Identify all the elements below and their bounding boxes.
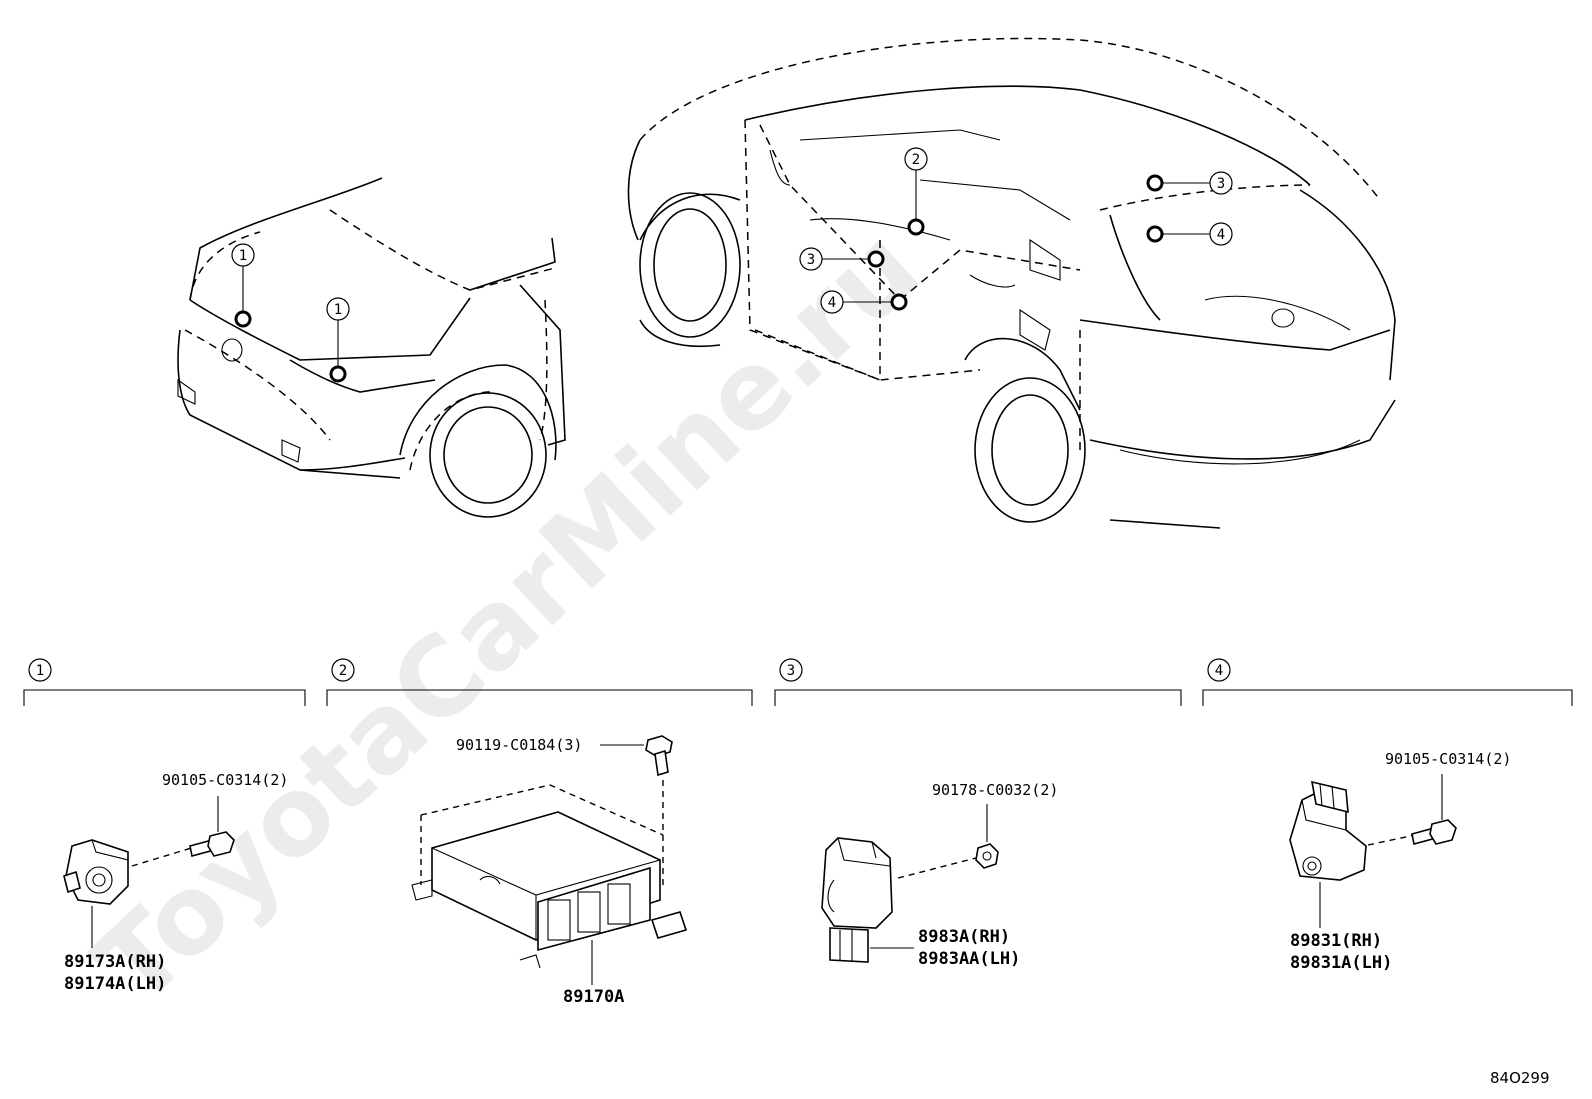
section-1-number: 1: [36, 663, 44, 679]
nut-section-3: [975, 843, 999, 869]
bolt-section-4: [1411, 819, 1457, 845]
fastener-label-section-2: 90119-C0184(3): [456, 736, 582, 754]
callout-1-front-right: 1: [334, 302, 342, 318]
front-car-view: 1 1: [177, 177, 566, 518]
airbag-ecu: [411, 811, 688, 969]
section-3-number: 3: [787, 663, 795, 679]
section-2-parts: 90119-C0184(3) 89170A: [411, 735, 688, 1007]
section-4-number: 4: [1215, 663, 1223, 679]
part-label-89170A: 89170A: [563, 987, 624, 1007]
sensor-location-1-left: [234, 310, 252, 328]
rear-car-view: 2 3 4 3 4: [627, 37, 1396, 529]
callout-4-right: 4: [1217, 227, 1225, 243]
section-1-parts: 90105-C0314(2) 89173A(RH) 89174A(LH): [63, 771, 288, 994]
part-label-8983AA: 8983AA(LH): [918, 949, 1020, 969]
section-3-parts: 90178-C0032(2) 8983A(RH) 8983AA(LH): [821, 781, 1058, 969]
impact-sensor-front: [63, 839, 129, 905]
diagram-code: 84O299: [1490, 1069, 1550, 1087]
part-label-8983A: 8983A(RH): [918, 927, 1010, 947]
callout-4-left: 4: [828, 295, 836, 311]
bolt-section-2: [645, 735, 673, 777]
sensor-location-4-right: [1146, 225, 1164, 243]
part-label-89173A: 89173A(RH): [64, 952, 166, 972]
sensor-location-1-right: [329, 365, 347, 383]
callout-3-left: 3: [807, 252, 815, 268]
part-label-89174A: 89174A(LH): [64, 974, 166, 994]
rear-side-sensor: [1289, 780, 1367, 881]
sensor-location-4-left: [890, 293, 908, 311]
fastener-label-section-3: 90178-C0032(2): [932, 781, 1058, 799]
section-4-parts: 90105-C0314(2) 89831(RH) 89831A(LH): [1289, 750, 1511, 973]
bolt-section-1: [189, 831, 235, 857]
callout-1-front-left: 1: [239, 248, 247, 264]
section-headers: 1 2 3 4: [23, 658, 1573, 706]
side-sensor-body: [821, 837, 893, 963]
fastener-label-section-1: 90105-C0314(2): [162, 771, 288, 789]
sensor-location-3-left: [867, 250, 885, 268]
part-label-89831: 89831(RH): [1290, 931, 1382, 951]
part-label-89831A: 89831A(LH): [1290, 953, 1392, 973]
callout-2: 2: [912, 152, 920, 168]
sensor-location-3-right: [1146, 174, 1164, 192]
callout-3-right: 3: [1217, 176, 1225, 192]
fastener-label-section-4: 90105-C0314(2): [1385, 750, 1511, 768]
section-2-number: 2: [339, 663, 347, 679]
sensor-location-2: [907, 218, 925, 236]
